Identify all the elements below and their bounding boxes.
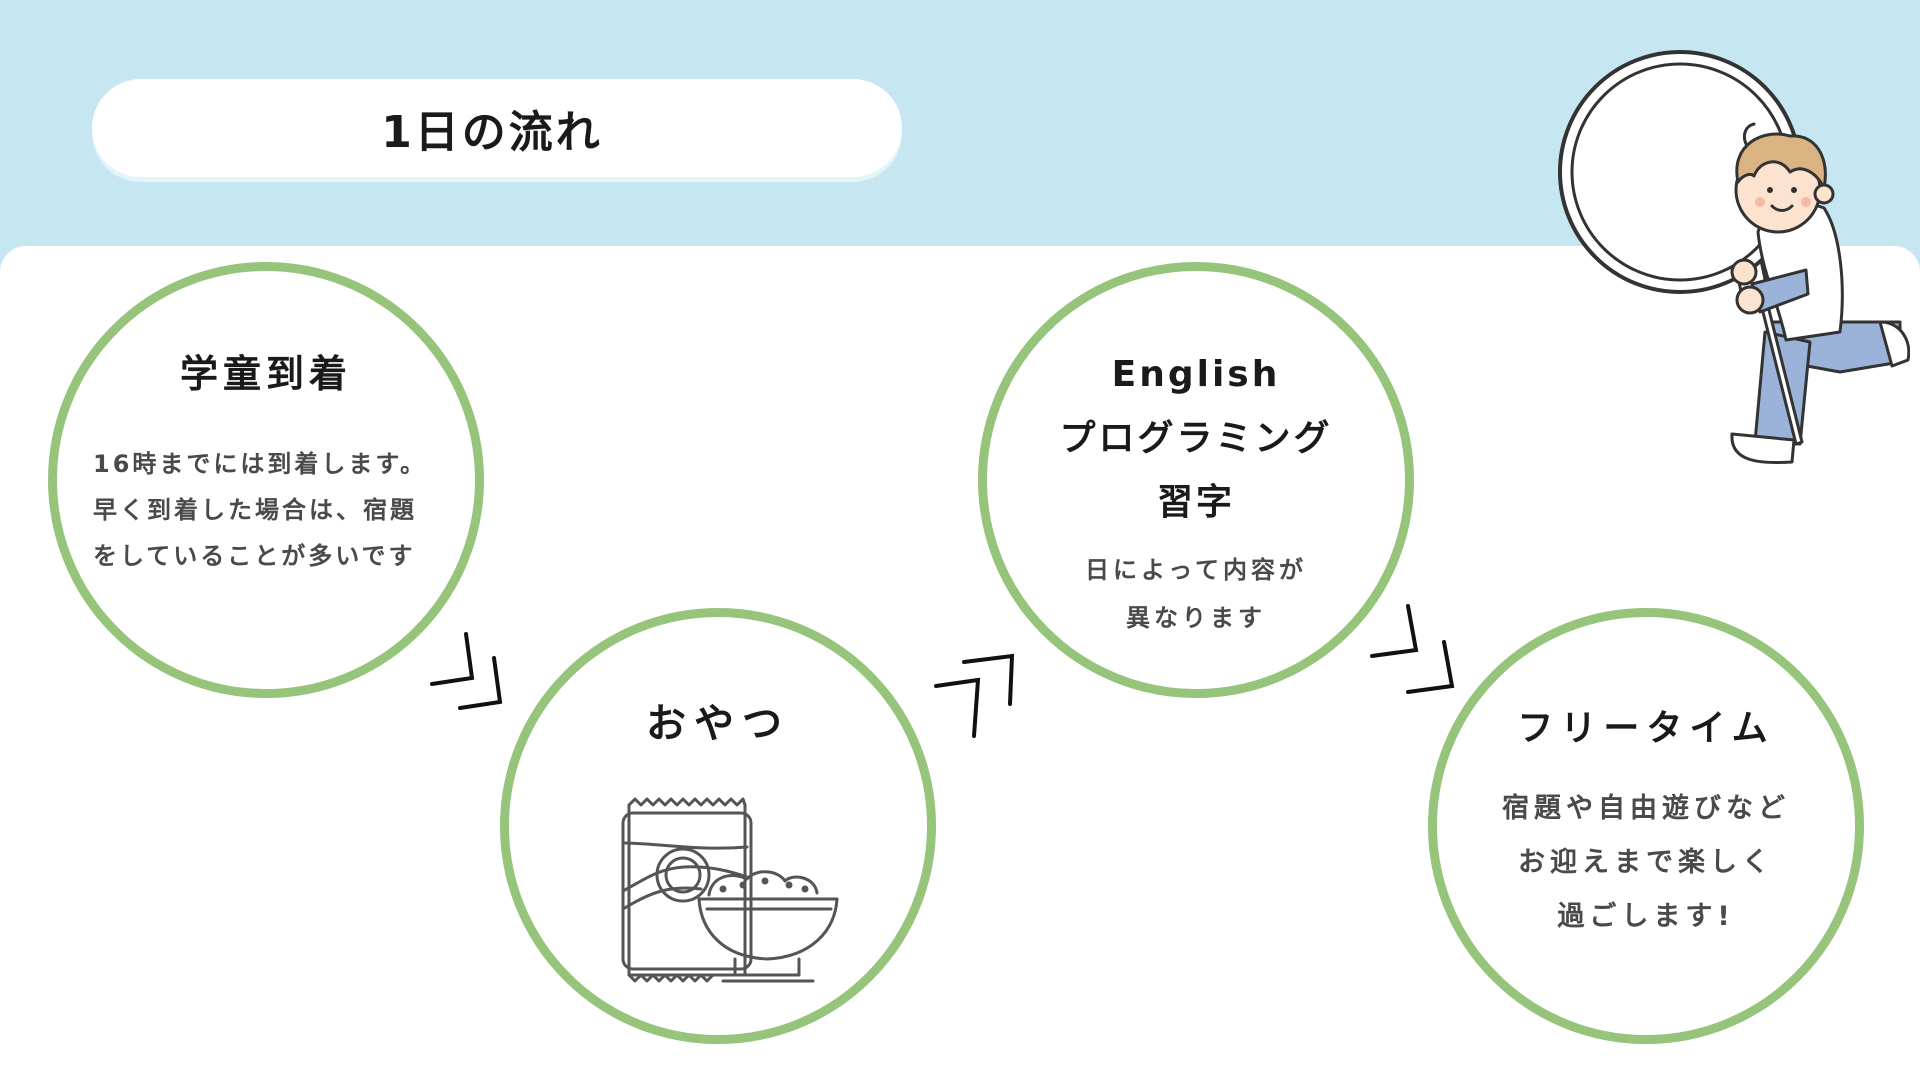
double-chevron-icon: [934, 653, 1015, 738]
step-lessons-heading-line-3: 習字: [1156, 482, 1235, 523]
step-arrival-heading: 学童到着: [179, 352, 352, 396]
step-lessons-heading-line-2: プログラミング: [1059, 418, 1333, 459]
step-arrival: 学童到着 16時までには到着します。 早く到着した場合は、宿題 をしていることが…: [48, 262, 484, 698]
step-free-time-line-2: お迎えまで楽しく: [1518, 847, 1774, 878]
snack-bag-and-bowl-icon: [621, 797, 839, 983]
step-lessons-body: 日によって内容が 異なります: [987, 546, 1405, 642]
step-arrival-line-2: 早く到着した場合は、宿題: [93, 496, 417, 524]
step-free-time: フリータイム 宿題や自由遊びなど お迎えまで楽しく 過ごします!: [1428, 608, 1864, 1044]
step-lessons-heading-line-1: English: [1111, 354, 1281, 395]
step-arrival-line-3: をしていることが多いです: [93, 542, 416, 570]
step-lessons: English プログラミング 習字 日によって内容が 異なります: [978, 262, 1414, 698]
step-snack-heading: おやつ: [646, 701, 790, 747]
step-lessons-line-1: 日によって内容が: [1084, 556, 1308, 584]
step-free-time-line-1: 宿題や自由遊びなど: [1502, 793, 1790, 824]
step-lessons-line-2: 異なります: [1126, 604, 1266, 632]
step-lessons-heading: English プログラミング 習字: [987, 343, 1405, 535]
step-free-time-body: 宿題や自由遊びなど お迎えまで楽しく 過ごします!: [1437, 782, 1855, 944]
step-arrival-line-1: 16時までには到着します。: [93, 450, 427, 478]
double-chevron-icon: [430, 632, 503, 710]
step-free-time-line-3: 過ごします!: [1557, 901, 1735, 932]
title-pill: 1日の流れ: [92, 79, 902, 177]
boy-holding-magnifying-glass-illustration: [1558, 50, 1910, 465]
page-title: 1日の流れ: [381, 107, 603, 158]
step-arrival-body: 16時までには到着します。 早く到着した場合は、宿題 をしていることが多いです: [93, 441, 453, 579]
double-chevron-icon: [1370, 604, 1455, 694]
step-free-time-heading: フリータイム: [1517, 708, 1775, 749]
step-snack: おやつ: [500, 608, 936, 1044]
